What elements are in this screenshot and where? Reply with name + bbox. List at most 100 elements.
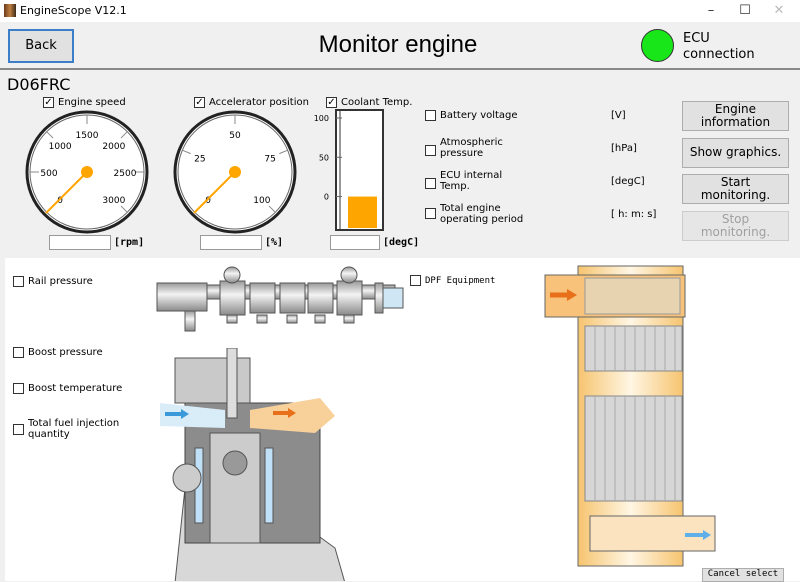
- app-icon: [4, 4, 16, 17]
- battery-voltage-label: Battery voltage: [440, 110, 518, 121]
- gauge-tick-label: 25: [194, 154, 205, 164]
- common-rail-illustration: [156, 266, 404, 332]
- label-line: Total fuel injection: [28, 418, 120, 429]
- btn-line: Stop: [721, 211, 750, 226]
- operating-period-checkbox[interactable]: [425, 208, 436, 219]
- ecu-temp-checkbox[interactable]: [425, 178, 436, 189]
- accelerator-label: Accelerator position: [209, 97, 309, 108]
- btn-line: Start: [720, 174, 751, 189]
- accelerator-gauge: 0 25 50 75 100: [173, 110, 297, 234]
- rail-pressure-label: Rail pressure: [28, 276, 93, 287]
- label-line: Temp.: [440, 181, 470, 192]
- coolant-tick-label: 50: [319, 153, 329, 162]
- page-title: Monitor engine: [318, 31, 478, 58]
- gauge-tick-label: 0: [57, 196, 63, 206]
- gauge-tick-label: 2500: [114, 169, 137, 179]
- gauge-needle: [45, 171, 88, 214]
- boost-temperature-label: Boost temperature: [28, 383, 123, 394]
- gauge-hub: [229, 166, 241, 178]
- engine-model: D06FRC: [7, 75, 71, 94]
- accelerator-value: [200, 235, 262, 250]
- engine-speed-checkbox[interactable]: ✓: [43, 97, 54, 108]
- minimize-button[interactable]: –: [707, 3, 715, 18]
- gauge-tick-label: 50: [229, 131, 241, 141]
- gauge-tick: [182, 149, 191, 155]
- coolant-tick-label: 0: [324, 193, 329, 202]
- battery-voltage-unit: [V]: [611, 110, 626, 121]
- accelerator-unit: [%]: [265, 237, 284, 248]
- coolant-bar-chart: 100 50 0: [314, 109, 384, 231]
- label-line: Atmospheric: [440, 137, 503, 148]
- ecu-connection-indicator: [641, 29, 674, 62]
- battery-voltage-checkbox[interactable]: [425, 110, 436, 121]
- gauge-needle: [193, 171, 236, 214]
- gauge-tick-label: 3000: [102, 196, 125, 206]
- show-graphics-button[interactable]: Show graphics.: [682, 138, 789, 168]
- back-button[interactable]: Back: [8, 29, 74, 63]
- coolant-tick-label: 100: [314, 114, 329, 123]
- boost-temperature-checkbox[interactable]: [13, 383, 24, 394]
- btn-line: information: [700, 115, 771, 129]
- label-line: operating period: [440, 214, 524, 225]
- gauge-tick: [46, 131, 54, 139]
- label-line: pressure: [440, 148, 484, 159]
- cancel-select-button[interactable]: Cancel select: [702, 568, 784, 582]
- gauge-tick: [120, 131, 128, 139]
- label-line: Total engine: [440, 203, 501, 214]
- engine-speed-label: Engine speed: [58, 97, 126, 108]
- dpf-checkbox[interactable]: [410, 275, 421, 286]
- coolant-bar: [348, 196, 377, 228]
- accelerator-checkbox[interactable]: ✓: [194, 97, 205, 108]
- operating-period-unit: [ h: m: s]: [611, 209, 657, 220]
- label-line: quantity: [28, 429, 70, 440]
- engine-speed-unit: [rpm]: [114, 237, 145, 248]
- ecu-label-line2: connection: [683, 47, 755, 62]
- gauge-tick-label: 500: [40, 169, 57, 179]
- btn-line: monitoring.: [700, 188, 771, 202]
- gauge-tick-label: 0: [205, 196, 211, 206]
- btn-line: Engine: [714, 101, 757, 116]
- gauge-tick-label: 1000: [49, 142, 72, 152]
- gauge-tick-label: 1500: [76, 131, 99, 141]
- ecu-label-line1: ECU: [683, 31, 710, 46]
- coolant-value: [330, 235, 380, 250]
- gauge-tick-label: 100: [253, 196, 270, 206]
- boost-pressure-checkbox[interactable]: [13, 347, 24, 358]
- gauge-hub: [81, 166, 93, 178]
- dpf-label: DPF Equipment: [425, 276, 496, 286]
- close-button[interactable]: ✕: [773, 3, 785, 18]
- gauge-tick: [268, 205, 276, 213]
- title-bar: EngineScope V12.1 – ☐ ✕: [0, 0, 800, 22]
- header-divider: [0, 68, 800, 70]
- coolant-unit: [degC]: [383, 237, 420, 248]
- atmospheric-pressure-checkbox[interactable]: [425, 145, 436, 156]
- engine-diagram-panel: Rail pressure Boost pressure Boost tempe…: [5, 258, 800, 582]
- ecu-temp-unit: [degC]: [611, 176, 645, 187]
- rail-pressure-checkbox[interactable]: [13, 276, 24, 287]
- gauge-tick: [279, 149, 288, 155]
- dpf-illustration: [544, 265, 716, 567]
- gauge-tick-label: 2000: [102, 142, 125, 152]
- boost-pressure-label: Boost pressure: [28, 347, 103, 358]
- gauge-tick-label: 75: [264, 154, 275, 164]
- btn-line: monitoring.: [700, 225, 771, 239]
- fuel-injection-checkbox[interactable]: [13, 424, 24, 435]
- coolant-checkbox[interactable]: ✓: [326, 97, 337, 108]
- engine-speed-value: [49, 235, 111, 250]
- label-line: ECU internal: [440, 170, 503, 181]
- engine-cylinder-illustration: [160, 348, 345, 581]
- window-title: EngineScope V12.1: [20, 4, 127, 17]
- atmospheric-pressure-unit: [hPa]: [611, 143, 637, 154]
- coolant-label: Coolant Temp.: [341, 97, 413, 108]
- gauge-tick: [120, 205, 128, 213]
- maximize-button[interactable]: ☐: [739, 3, 751, 18]
